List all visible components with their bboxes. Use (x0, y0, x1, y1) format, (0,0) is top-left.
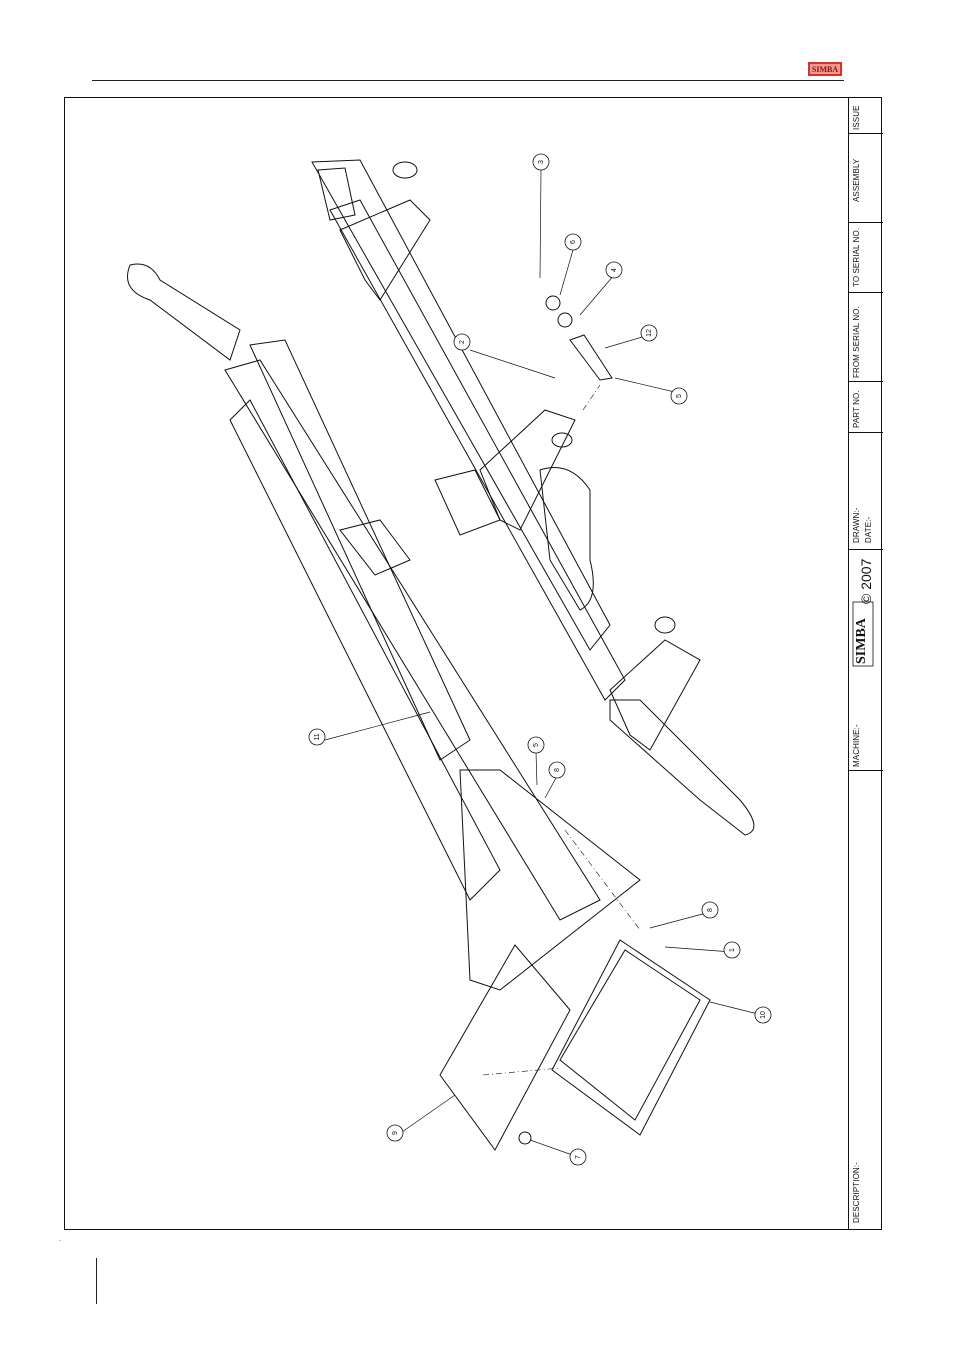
callout-11: 11 (314, 733, 321, 740)
callout-9: 9 (392, 1131, 399, 1135)
from-serial-label: FROM SERIAL NO. (852, 306, 861, 378)
machine-label: MACHINE:- (852, 724, 861, 767)
callout-7: 7 (575, 1155, 582, 1159)
to-serial-label: TO SERIAL NO. (852, 228, 861, 287)
frame-cross-member-3 (435, 470, 500, 535)
frame-long-beam (225, 360, 600, 920)
frame-cross-member-1 (250, 340, 470, 760)
lid-knob (519, 1132, 531, 1144)
storage-box (552, 940, 710, 1135)
page-margin-mark (96, 1258, 97, 1304)
callout-8b: 8 (707, 908, 714, 912)
callout-bubbles (309, 154, 771, 1165)
callout-6: 6 (570, 240, 577, 244)
callout-3: 3 (538, 160, 545, 164)
frame-bracket-right (610, 640, 700, 750)
frame-drawbar (128, 264, 241, 360)
simba-brand-mark: SIMBA (851, 600, 881, 680)
issue-label: ISSUE (852, 105, 861, 130)
frame-plate (230, 400, 500, 900)
wheel-hub-upper (393, 162, 417, 178)
assembly-label: ASSEMBLY (852, 159, 861, 202)
callout-1: 1 (729, 948, 736, 952)
frame-box-section (318, 168, 355, 220)
date-label: DATE:- (864, 517, 873, 543)
brand-text: SIMBA (854, 617, 869, 664)
frame-outer-rail (312, 160, 610, 650)
pin-nut (546, 296, 560, 310)
callout-5: 5 (676, 394, 683, 398)
frame-tail (460, 770, 640, 990)
callout-8: 8 (554, 768, 561, 772)
frame-pad (540, 468, 593, 611)
box-lid (440, 945, 570, 1150)
callout-4: 4 (611, 268, 618, 272)
callout-12: 12 (646, 329, 653, 337)
footer-mark: . (59, 1236, 61, 1243)
frame-cross-member-2 (340, 520, 410, 575)
part-no-label: PART NO. (852, 390, 861, 428)
callout-5b: 5 (533, 743, 540, 747)
callout-2: 2 (459, 340, 466, 344)
description-label: DESCRIPTION:- (852, 1162, 861, 1223)
frame-tine-arm (610, 700, 754, 835)
wheel-hub-lower (655, 617, 675, 633)
pivot-pin (570, 335, 612, 380)
pin-washer (558, 313, 572, 327)
storage-box-inner (560, 950, 700, 1120)
copyright-year: © 2007 (858, 559, 874, 604)
drawn-label: DRAWN:- (852, 507, 861, 543)
frame-inner-rail (330, 200, 625, 700)
callout-10: 10 (760, 1011, 767, 1019)
frame-bracket-mid (480, 410, 575, 530)
